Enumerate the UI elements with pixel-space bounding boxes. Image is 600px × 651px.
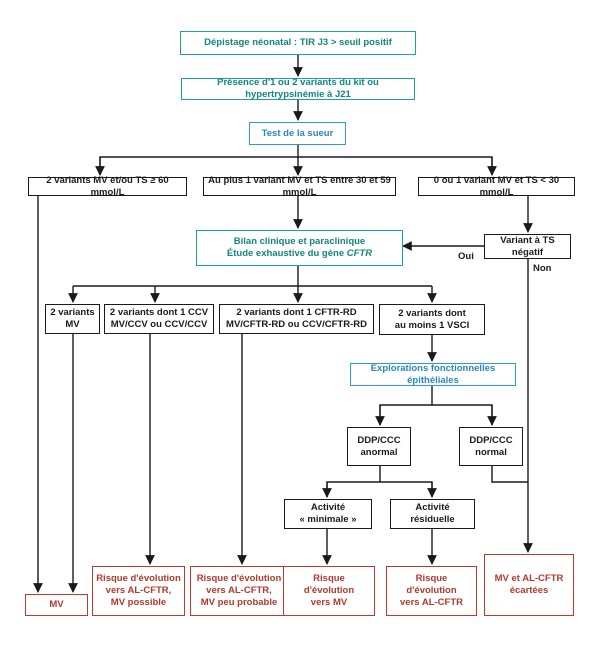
node-variant-ts-negative: Variant à TS négatif xyxy=(484,234,571,259)
node-text-line2: Étude exhaustive du gène CFTR xyxy=(227,248,372,260)
node-text: vers AL-CFTR, xyxy=(105,585,172,596)
node-explorations: Explorations fonctionnelles épithéliales xyxy=(350,363,516,386)
node-variants-presence: Présence d'1 ou 2 variants du kit ou hyp… xyxy=(181,77,415,100)
node-text: 2 variants dont 1 CFTR-RD xyxy=(236,307,357,318)
node-text: normal xyxy=(475,446,507,458)
node-activity-minimal: Activité« minimale » xyxy=(284,499,372,529)
connector-explo-branch xyxy=(379,386,493,425)
node-text: MV peu probable xyxy=(200,597,278,608)
node-text: Présence d'1 ou 2 variants du kit ou hyp… xyxy=(217,77,379,100)
node-text: au moins 1 VSCI xyxy=(394,319,470,331)
gene-name: CFTR xyxy=(346,248,373,259)
node-text: Risque d'évolution xyxy=(406,573,457,596)
node-text: MV possible xyxy=(110,597,167,608)
node-zero-one-variant: 0 ou 1 variant MV et TS < 30 mmol/L xyxy=(418,174,575,198)
node-text: vers MV xyxy=(310,597,348,608)
node-max-one-variant: Au plus 1 variant MV et TS entre 30 et 5… xyxy=(203,174,396,198)
node-text: Variant à TS négatif xyxy=(500,234,555,258)
connector-n3-branch xyxy=(99,145,493,175)
node-text: Risque d'évolution xyxy=(96,573,181,584)
node-text: Dépistage néonatal : TIR J3 > seuil posi… xyxy=(204,37,392,48)
node-two-variants-mv: 2 variants MV et/ou TS ≥ 60 mmol/L xyxy=(28,174,187,198)
node-text: Activité xyxy=(415,502,450,513)
node-text: MV xyxy=(49,599,64,610)
node-text: 2 variants MV et/ou TS ≥ 60 mmol/L xyxy=(46,174,169,198)
node-text: DDP/CCC xyxy=(357,434,401,446)
node-text: Test de la sueur xyxy=(261,127,334,139)
node-text: MV/CFTR-RD ou CCV/CFTR-RD xyxy=(226,319,367,330)
connector-ddp-no-join xyxy=(491,466,528,483)
node-text: MV/CCV ou CCV/CCV xyxy=(110,319,208,330)
node-text: anormal xyxy=(360,446,398,458)
node-text: Au plus 1 variant MV et TS entre 30 et 5… xyxy=(208,174,391,198)
connector-bilan-branch xyxy=(73,266,432,287)
node-sweat-test: Test de la sueur xyxy=(249,122,346,145)
node-neonatal-screening: Dépistage néonatal : TIR J3 > seuil posi… xyxy=(180,31,416,55)
node-text: Risque d'évolution xyxy=(303,573,355,596)
node-text: résiduelle xyxy=(410,514,455,525)
label-oui: Oui xyxy=(458,251,474,262)
node-text: DDP/CCC xyxy=(469,434,513,446)
node-text: 2 variants dont 1 CCV xyxy=(109,307,209,318)
node-text: 2 variants dont xyxy=(398,307,466,319)
node-text: vers AL-CFTR xyxy=(400,597,463,608)
node-text: Explorations fonctionnelles épithéliales xyxy=(370,362,496,386)
connector-ddp-an-branch xyxy=(326,466,433,497)
node-text: écartées xyxy=(509,585,549,596)
node-text-prefix: Étude exhaustive du gène xyxy=(226,248,347,259)
node-bilan: Bilan clinique et paraclinique Étude exh… xyxy=(196,230,403,266)
node-text: 0 ou 1 variant MV et TS < 30 mmol/L xyxy=(433,174,560,198)
node-text: MV et AL-CFTR xyxy=(494,573,564,584)
node-text: 2 variants xyxy=(50,307,95,318)
node-text: vers AL-CFTR, xyxy=(206,585,272,596)
node-text: Bilan clinique et paraclinique xyxy=(233,236,366,247)
outcome-mv: MV xyxy=(25,594,88,616)
label-non: Non xyxy=(533,263,552,274)
node-text: « minimale » xyxy=(299,514,357,525)
node-text: Risque d'évolution xyxy=(196,573,282,584)
node-text: Activité xyxy=(310,502,346,513)
node-text: MV xyxy=(65,319,80,330)
